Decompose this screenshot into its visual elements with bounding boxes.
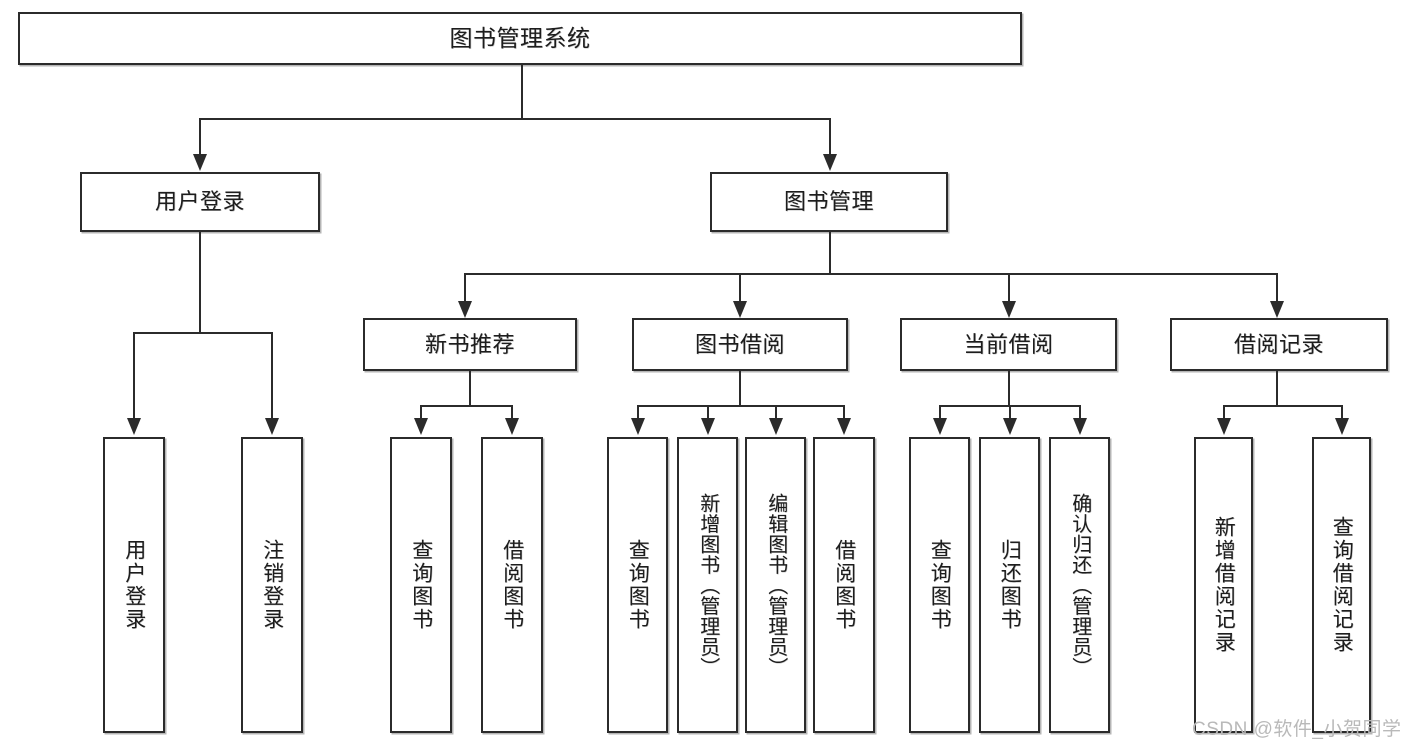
leaf-borrow-book-recommend[interactable]: 借阅图书 xyxy=(481,437,543,733)
leaf-query-book-recommend[interactable]: 查询图书 xyxy=(390,437,452,733)
node-label: 新书推荐 xyxy=(424,331,515,357)
connector-level1-bus xyxy=(199,118,831,120)
leaf-add-book-admin[interactable]: 新增图书（管理员） xyxy=(677,437,738,733)
leaf-query-book-borrow[interactable]: 查询图书 xyxy=(607,437,668,733)
connector-current-borrow-leaf-2 xyxy=(1009,405,1011,420)
node-label: 确认归还（管理员） xyxy=(1068,492,1091,678)
node-label: 借阅图书 xyxy=(832,539,856,631)
leaf-logout[interactable]: 注销登录 xyxy=(241,437,303,733)
leaf-add-borrow-record[interactable]: 新增借阅记录 xyxy=(1194,437,1253,733)
connector-borrow-record-bus xyxy=(1223,405,1342,407)
connector-book-borrow-leaf-1 xyxy=(637,405,639,420)
leaf-query-book-current[interactable]: 查询图书 xyxy=(909,437,970,733)
node-book-borrow[interactable]: 图书借阅 xyxy=(632,318,848,371)
node-label: 查询借阅记录 xyxy=(1330,516,1354,654)
node-label: 新增借阅记录 xyxy=(1212,516,1236,654)
connector-current-borrow-stem xyxy=(1008,371,1010,406)
arrowhead-new-book xyxy=(458,301,472,318)
connector-new-book-stem xyxy=(469,371,471,406)
connector-user-login-leaf-2 xyxy=(271,332,273,420)
connector-borrow-record-leaf-2 xyxy=(1341,405,1343,420)
leaf-confirm-return-admin[interactable]: 确认归还（管理员） xyxy=(1049,437,1110,733)
arrowhead-leaf-edit-book xyxy=(769,418,783,435)
node-label: 用户登录 xyxy=(154,189,245,215)
arrowhead-user-login xyxy=(193,154,207,171)
node-label: 编辑图书（管理员） xyxy=(764,492,787,678)
connector-user-login-stem xyxy=(199,232,201,333)
connector-new-book-bus xyxy=(420,405,513,407)
connector-to-book-manage xyxy=(829,118,831,156)
node-label: 图书借阅 xyxy=(694,331,785,357)
connector-user-login-bus xyxy=(133,332,272,334)
node-current-borrow[interactable]: 当前借阅 xyxy=(900,318,1117,371)
node-label: 查询图书 xyxy=(928,539,952,631)
node-label: 图书管理 xyxy=(783,189,874,215)
connector-root-stem xyxy=(521,65,523,119)
connector-borrow-record-stem xyxy=(1276,371,1278,406)
arrowhead-leaf-logout xyxy=(265,418,279,435)
arrowhead-leaf-query-book-1 xyxy=(414,418,428,435)
connector-book-borrow-bus xyxy=(637,405,844,407)
leaf-query-borrow-record[interactable]: 查询借阅记录 xyxy=(1312,437,1371,733)
connector-to-user-login xyxy=(199,118,201,156)
connector-level2-bus xyxy=(464,273,1276,275)
leaf-borrow-book[interactable]: 借阅图书 xyxy=(813,437,875,733)
arrowhead-borrow-record xyxy=(1270,301,1284,318)
connector-to-current-borrow xyxy=(1008,273,1010,303)
connector-borrow-record-leaf-1 xyxy=(1223,405,1225,420)
node-label: 新增图书（管理员） xyxy=(696,492,719,678)
arrowhead-leaf-borrow-book-2 xyxy=(837,418,851,435)
connector-to-new-book xyxy=(464,273,466,303)
connector-to-borrow-record xyxy=(1276,273,1278,303)
arrowhead-leaf-query-book-2 xyxy=(631,418,645,435)
node-label: 图书管理系统 xyxy=(449,24,591,51)
arrowhead-book-manage xyxy=(823,154,837,171)
arrowhead-leaf-query-book-3 xyxy=(933,418,947,435)
node-label: 查询图书 xyxy=(409,539,433,631)
arrowhead-leaf-query-record xyxy=(1335,418,1349,435)
connector-book-borrow-leaf-4 xyxy=(843,405,845,420)
node-label: 归还图书 xyxy=(998,539,1022,631)
node-label: 用户登录 xyxy=(122,539,146,631)
node-label: 当前借阅 xyxy=(963,331,1054,357)
node-label: 查询图书 xyxy=(626,539,650,631)
connector-book-borrow-leaf-3 xyxy=(775,405,777,420)
connector-new-book-leaf-1 xyxy=(420,405,422,420)
connector-new-book-leaf-2 xyxy=(511,405,513,420)
leaf-return-book[interactable]: 归还图书 xyxy=(979,437,1040,733)
node-user-login[interactable]: 用户登录 xyxy=(80,172,320,232)
connector-book-manage-stem xyxy=(829,232,831,274)
arrowhead-leaf-return-book xyxy=(1003,418,1017,435)
node-label: 借阅记录 xyxy=(1233,331,1324,357)
node-borrow-record[interactable]: 借阅记录 xyxy=(1170,318,1388,371)
arrowhead-leaf-add-record xyxy=(1217,418,1231,435)
arrowhead-leaf-borrow-book-1 xyxy=(505,418,519,435)
node-label: 借阅图书 xyxy=(500,539,524,631)
node-book-management[interactable]: 图书管理 xyxy=(710,172,948,232)
leaf-user-login[interactable]: 用户登录 xyxy=(103,437,165,733)
connector-book-borrow-leaf-2 xyxy=(707,405,709,420)
node-label: 注销登录 xyxy=(260,539,284,631)
connector-to-book-borrow xyxy=(739,273,741,303)
arrowhead-leaf-confirm-return xyxy=(1073,418,1087,435)
arrowhead-leaf-user-login xyxy=(127,418,141,435)
node-new-book-recommend[interactable]: 新书推荐 xyxy=(363,318,577,371)
node-root-system[interactable]: 图书管理系统 xyxy=(18,12,1022,65)
connector-current-borrow-leaf-1 xyxy=(939,405,941,420)
arrowhead-book-borrow xyxy=(733,301,747,318)
connector-current-borrow-leaf-3 xyxy=(1079,405,1081,420)
leaf-edit-book-admin[interactable]: 编辑图书（管理员） xyxy=(745,437,806,733)
connector-user-login-leaf-1 xyxy=(133,332,135,420)
connector-book-borrow-stem xyxy=(739,371,741,406)
arrowhead-leaf-add-book xyxy=(701,418,715,435)
arrowhead-current-borrow xyxy=(1002,301,1016,318)
